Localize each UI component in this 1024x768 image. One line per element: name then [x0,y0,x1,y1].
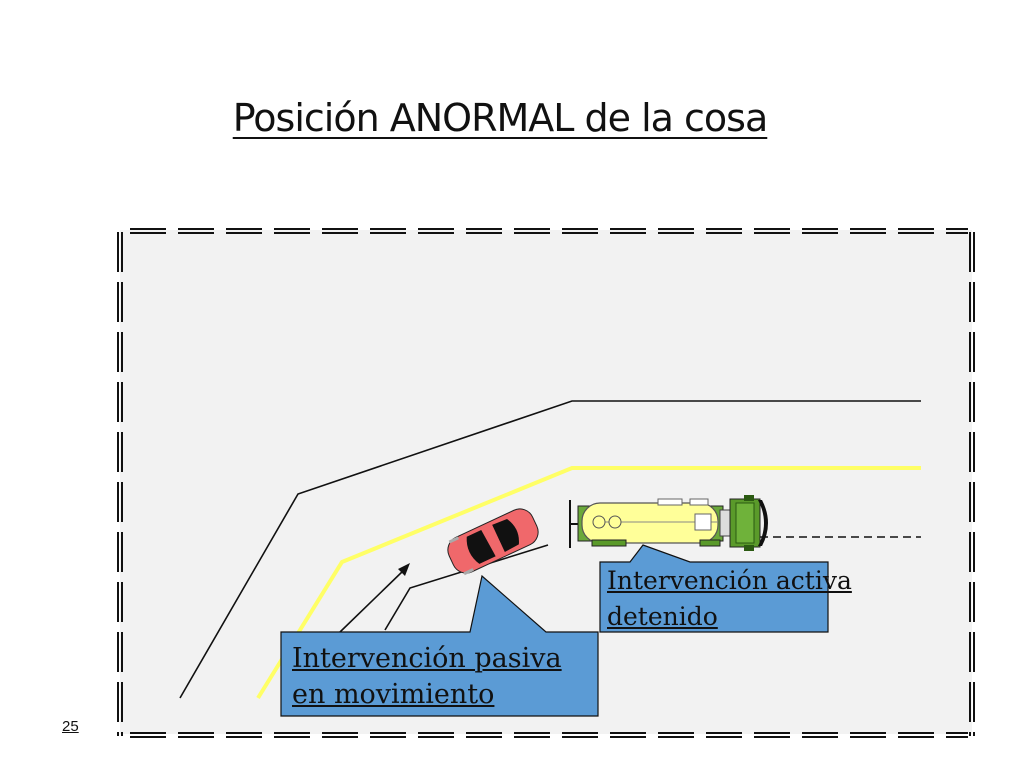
slide-title: Posición ANORMAL de la cosa [232,96,769,140]
callout-active-line1: Intervención activa [607,566,852,595]
callout-active-text: Intervención activa detenido [607,563,852,635]
red-car-icon [447,508,539,576]
dashed-frame [117,228,975,738]
callout-passive-line1: Intervención pasiva [292,643,562,674]
road-edge-inner [384,544,549,631]
lane-line [256,466,921,700]
tanker-truck-icon [569,495,768,551]
callout-passive-box [280,574,599,717]
callout-active-line2: detenido [607,602,718,631]
slide-number: 25 [62,718,79,735]
road-edge-outer [179,400,921,699]
callout-passive-line2: en movimiento [292,679,495,710]
motion-arrow [339,563,410,633]
callout-passive-text: Intervención pasiva en movimiento [292,641,562,713]
callout-active-box [599,544,829,633]
